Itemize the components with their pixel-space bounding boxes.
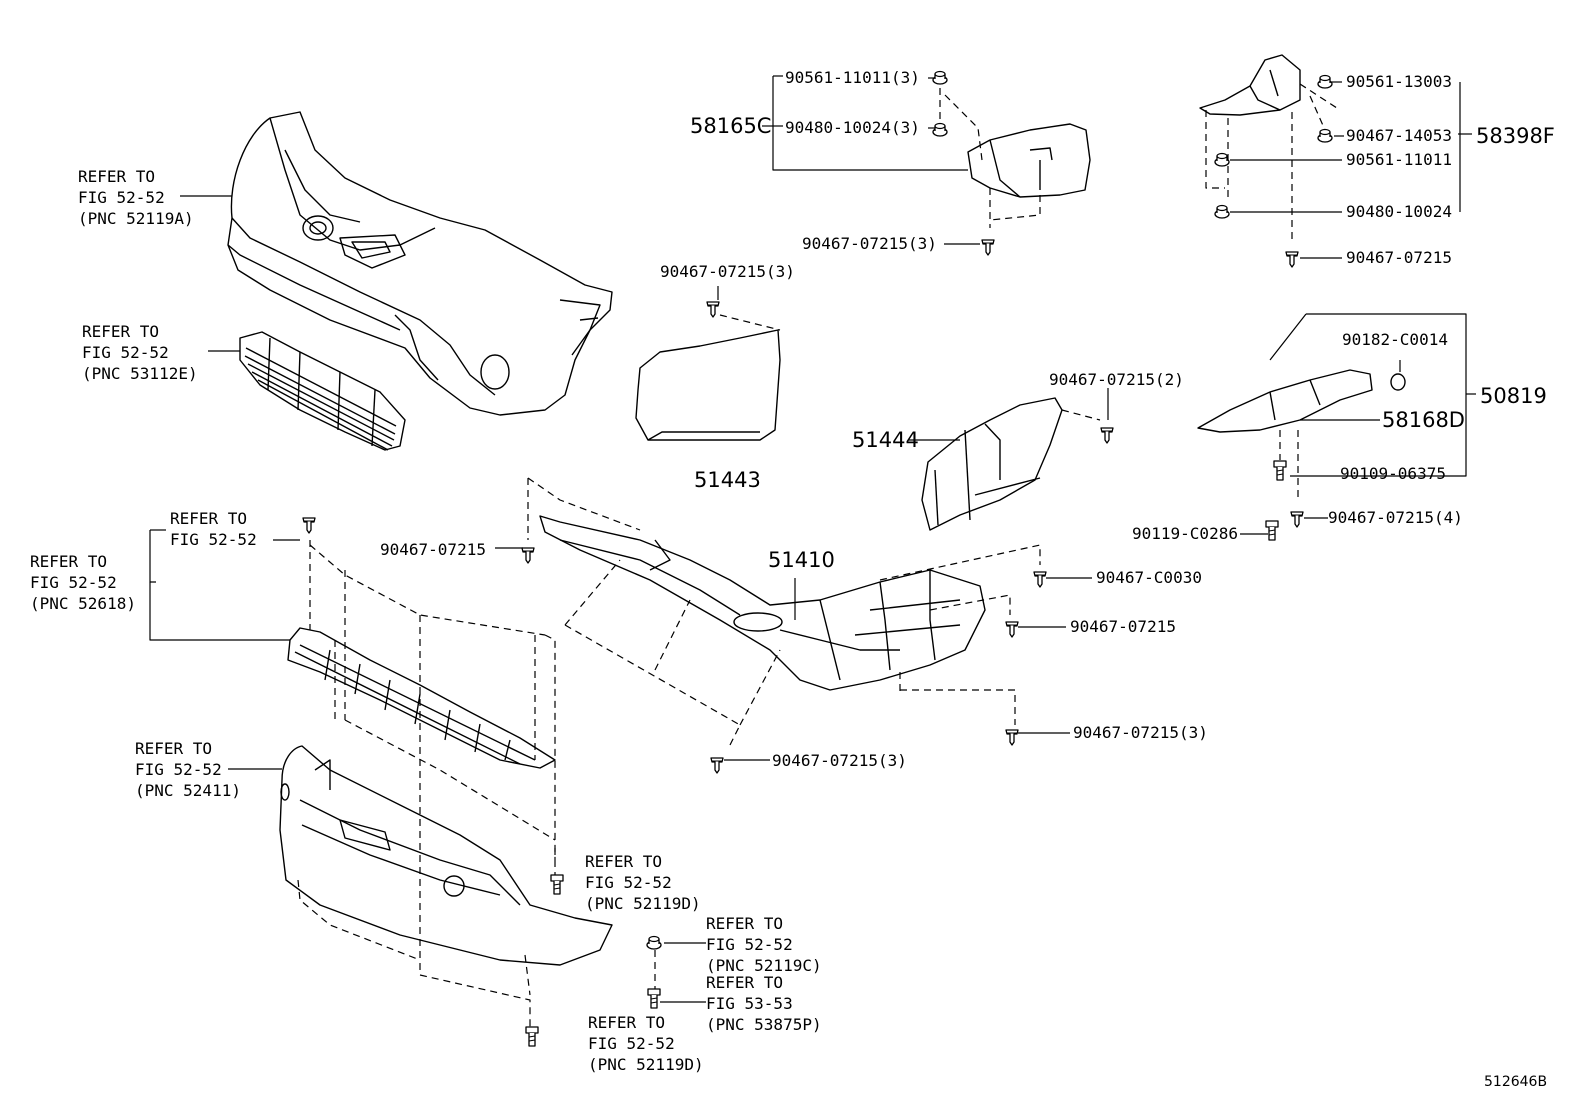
part-label-90467-07215-3-lower-mid[interactable]: 90467-07215(3) [772,751,907,770]
part-label-90561-13003[interactable]: 90561-13003 [1346,72,1452,91]
part-label-90467-07215-2[interactable]: 90467-07215(2) [1049,370,1184,389]
front-bumper-cover [227,111,613,416]
part-label-90467-07215-4[interactable]: 90467-07215(4) [1328,508,1463,527]
part-label-90480-10024[interactable]: 90480-10024 [1346,202,1452,221]
part-label-51443[interactable]: 51443 [694,468,761,492]
lower-grille [239,331,406,451]
shield-51444 [921,397,1063,531]
part-label-58168D[interactable]: 58168D [1382,408,1465,432]
part-label-90119-C0286[interactable]: 90119-C0286 [1132,524,1238,543]
part-label-90467-07215-right-top[interactable]: 90467-07215 [1346,248,1452,267]
part-label-90109-06375[interactable]: 90109-06375 [1340,464,1446,483]
part-label-58398F[interactable]: 58398F [1476,124,1555,148]
lower-bumper-cover [279,745,613,966]
bracket-58165C [967,123,1091,198]
part-label-90467-07215-left-mid[interactable]: 90467-07215 [380,540,486,559]
part-label-50819[interactable]: 50819 [1480,384,1547,408]
part-label-90467-07215-3-shield[interactable]: 90467-07215(3) [660,262,795,281]
part-label-51444[interactable]: 51444 [852,428,919,452]
part-label-90467-07215-3-lower-right[interactable]: 90467-07215(3) [1073,723,1208,742]
bumper-reinforcement [287,627,556,769]
phantom-lines [297,83,1341,1030]
part-label-90467-14053[interactable]: 90467-14053 [1346,126,1452,145]
diagram-code: 512646B [1484,1074,1548,1090]
cover-58168D [1197,369,1406,433]
part-label-90480-10024-3[interactable]: 90480-10024(3) [785,118,920,137]
part-label-90561-11011-3[interactable]: 90561-11011(3) [785,68,920,87]
part-label-90467-07215-3-top[interactable]: 90467-07215(3) [802,234,937,253]
part-label-58165C[interactable]: 58165C [690,114,772,138]
part-label-90467-07215-mid-right[interactable]: 90467-07215 [1070,617,1176,636]
part-label-90561-11011[interactable]: 90561-11011 [1346,150,1452,169]
shield-51443 [635,329,781,441]
part-label-90467-C0030[interactable]: 90467-C0030 [1096,568,1202,587]
engine-under-cover-51410 [539,515,986,691]
bracket-58398F [1199,54,1301,116]
part-label-90182-C0014[interactable]: 90182-C0014 [1342,330,1448,349]
leader-lines [149,75,1476,1003]
part-label-51410[interactable]: 51410 [768,548,835,572]
